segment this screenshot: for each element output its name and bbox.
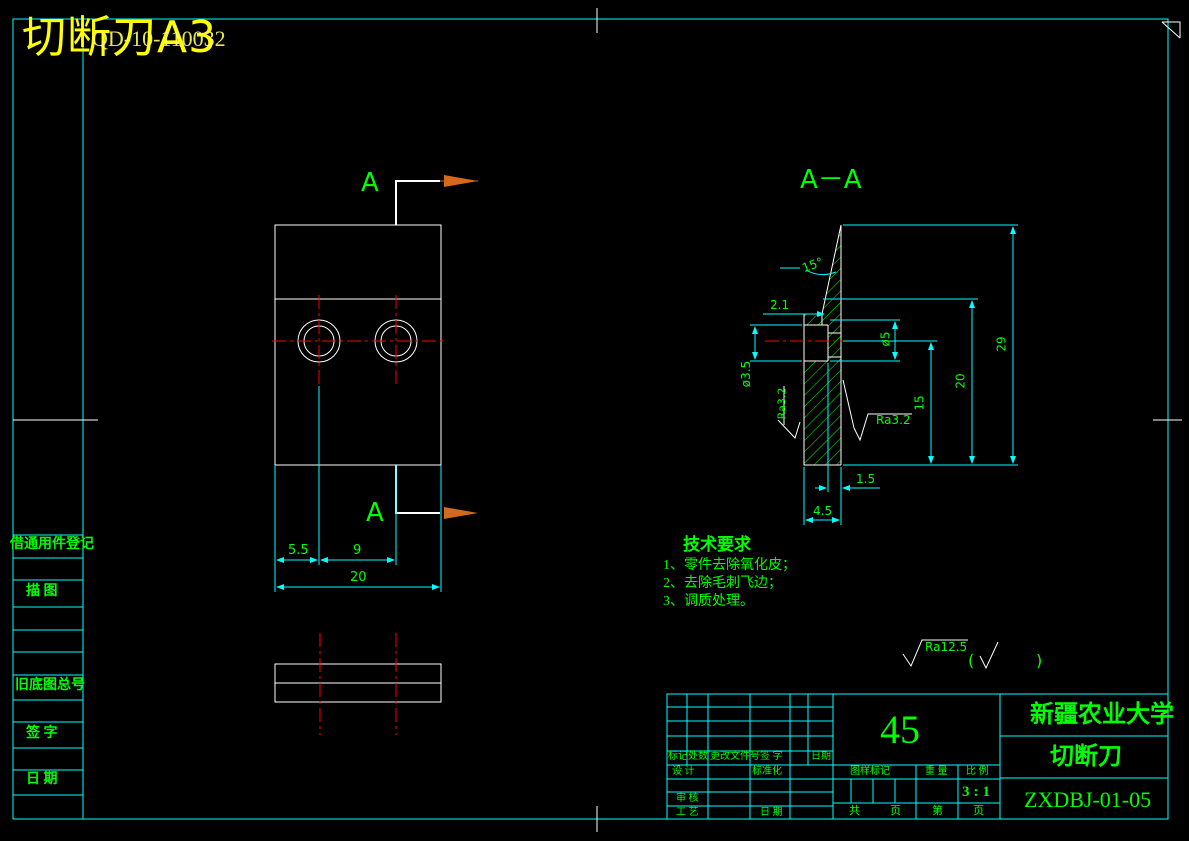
stage-header: 重 量	[925, 766, 948, 777]
section-arrow-bottom	[444, 507, 478, 519]
change-header: 日期	[811, 751, 831, 762]
corner-mark	[1162, 21, 1181, 38]
title-block-grid	[666, 693, 1169, 820]
section-label-top: A	[361, 168, 379, 198]
dim-4-5: 4.5	[813, 504, 833, 518]
dim-phi5: ø5	[878, 331, 893, 347]
side-panel-item: 日 期	[26, 772, 58, 787]
roughness-symbol-left	[777, 419, 801, 439]
school-name: 新疆农业大学	[1030, 702, 1174, 728]
general-roughness-symbol	[902, 639, 968, 668]
dim-1-5: 1.5	[856, 472, 876, 486]
tech-req-item: 2、去除毛刺飞边；	[663, 576, 782, 591]
side-panel-grid	[13, 534, 83, 796]
stage-header: 比 例	[966, 766, 989, 777]
roughness-check-symbol	[979, 641, 999, 670]
sheet-title-code: QD-10-110032	[92, 26, 226, 51]
change-header: 签 字	[760, 751, 783, 762]
dim-20-vert: 20	[953, 373, 968, 389]
tech-req-title: 技术要求	[683, 535, 751, 554]
roughness-symbol-right	[853, 413, 912, 442]
drawing-number: ZXDBJ-01-05	[1024, 787, 1152, 812]
material-value: 45	[880, 707, 920, 752]
dim-arc-15deg	[805, 269, 837, 276]
section-arrow-top	[444, 175, 478, 187]
side-panel-item: 描 图	[26, 584, 58, 599]
design-label: 设 计	[672, 766, 695, 777]
dim-29: 29	[994, 336, 1009, 352]
roughness-paren-close: )	[1036, 651, 1043, 670]
dim-5-5: 5.5	[288, 543, 309, 558]
change-header: 标记	[668, 751, 688, 762]
dim-20: 20	[350, 570, 367, 585]
side-panel-item: 旧底图总号	[15, 678, 85, 693]
sheet-label: 页	[973, 805, 984, 817]
tech-req-item: 3、调质处理。	[663, 594, 754, 609]
date-label: 日 期	[760, 807, 783, 818]
review-label: 审 核	[676, 793, 699, 804]
sheet-label: 共	[849, 805, 860, 817]
outer-border	[12, 18, 1169, 820]
roughness-paren-open: (	[968, 651, 975, 670]
dim-phi3-5: ø3.5	[739, 360, 754, 388]
sheet-label: 页	[890, 805, 901, 817]
roughness-right: Ra3.2	[876, 413, 911, 427]
bottom-view	[274, 633, 442, 735]
front-outline	[274, 224, 442, 466]
side-panel-item: 签 字	[26, 726, 58, 741]
sheet-title: 切断刀A3	[22, 12, 218, 63]
front-view	[272, 175, 478, 592]
change-header: 处数	[688, 751, 708, 762]
dim-9: 9	[353, 543, 362, 558]
roughness-general: Ra12.5	[925, 640, 968, 654]
section-view-title: A－A	[800, 165, 862, 195]
stage-header: 图样标记	[850, 766, 890, 777]
dim-2-1: 2.1	[770, 298, 790, 312]
section-cut-bottom	[395, 465, 440, 514]
side-panel-item: 借通用件登记	[10, 537, 94, 552]
change-header: 更改文件号	[710, 751, 760, 762]
standardization-label: 标准化	[752, 766, 782, 777]
part-name: 切断刀	[1050, 744, 1122, 770]
inner-frame	[82, 18, 1169, 820]
section-cut-top	[395, 180, 440, 225]
dim-15: 15	[912, 395, 927, 411]
section-view	[750, 224, 1018, 525]
section-label-bottom: A	[366, 498, 384, 528]
scale-value: 3:1	[962, 784, 994, 800]
sheet-label: 第	[932, 805, 943, 817]
tech-req-item: 1、零件去除氧化皮；	[663, 558, 796, 573]
process-label: 工 艺	[676, 807, 699, 818]
roughness-left: Ra3.2	[775, 387, 789, 420]
